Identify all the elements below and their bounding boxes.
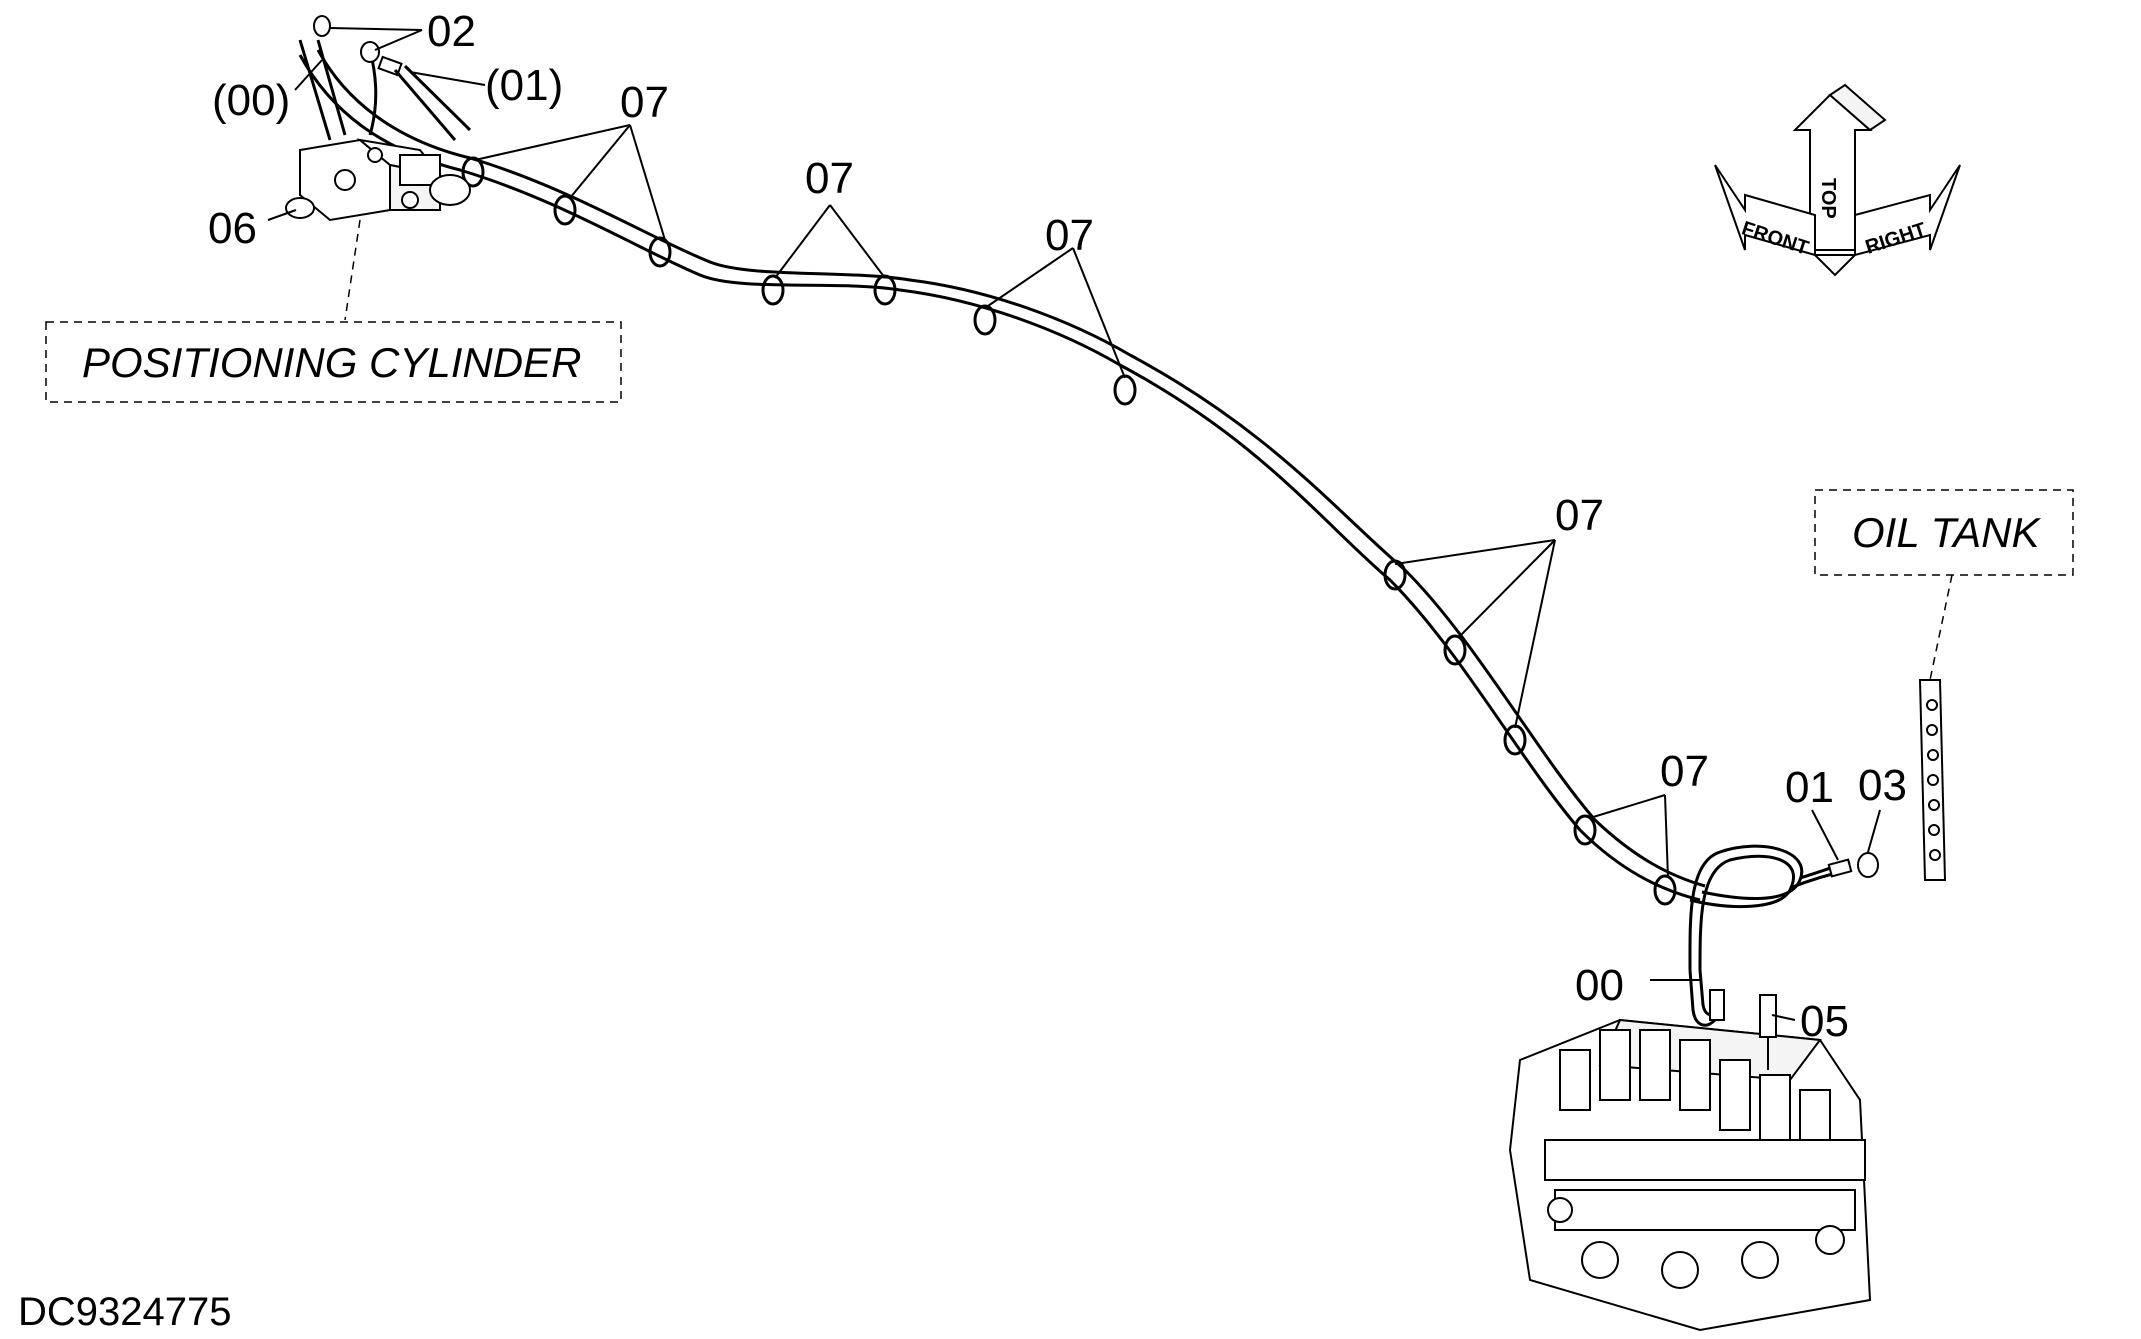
label-07-c: 07 xyxy=(1045,211,1094,260)
clamp xyxy=(1653,874,1677,906)
hose-clamps xyxy=(461,156,1677,906)
positioning-cylinder-callout: POSITIONING CYLINDER xyxy=(45,321,622,403)
positioning-cylinder-valve xyxy=(285,15,472,222)
oil-tank-label: OIL TANK xyxy=(1852,509,2041,556)
clamp xyxy=(1443,634,1467,666)
label-00-paren: (00) xyxy=(212,76,290,125)
clamp xyxy=(461,156,485,188)
oil-tank-bracket xyxy=(1827,679,1947,881)
clamp xyxy=(1573,814,1597,846)
clamp xyxy=(1503,724,1527,756)
label-02: 02 xyxy=(427,7,476,56)
main-hose-route xyxy=(298,49,1706,902)
part-labels: 02 (00) (01) 06 07 07 07 07 07 01 03 00 … xyxy=(208,7,1907,1046)
label-07-b: 07 xyxy=(805,154,854,203)
label-07-d: 07 xyxy=(1555,491,1604,540)
orientation-top: TOP xyxy=(1817,178,1839,219)
label-01: 01 xyxy=(1785,763,1834,812)
clamp xyxy=(873,274,897,306)
clamp xyxy=(648,236,672,268)
label-06: 06 xyxy=(208,204,257,253)
leader-lines xyxy=(267,27,1953,1021)
clamp xyxy=(553,194,577,226)
label-03: 03 xyxy=(1858,761,1907,810)
label-00: 00 xyxy=(1575,961,1624,1010)
orientation-indicator: FRONT TOP RIGHT xyxy=(1714,83,1961,277)
clamp xyxy=(1383,559,1407,591)
oil-tank-callout: OIL TANK xyxy=(1814,489,2074,576)
label-05: 05 xyxy=(1800,997,1849,1046)
positioning-cylinder-label: POSITIONING CYLINDER xyxy=(82,339,581,386)
reference-code: DC9324775 xyxy=(18,1290,232,1334)
return-hose-loop xyxy=(1688,844,1851,971)
label-07-e: 07 xyxy=(1660,747,1709,796)
clamp xyxy=(973,304,997,336)
label-07-a: 07 xyxy=(620,78,669,127)
clamp xyxy=(1113,374,1137,406)
label-01-paren: (01) xyxy=(485,61,563,110)
clamp xyxy=(761,274,785,306)
control-valve xyxy=(1508,969,1872,1332)
